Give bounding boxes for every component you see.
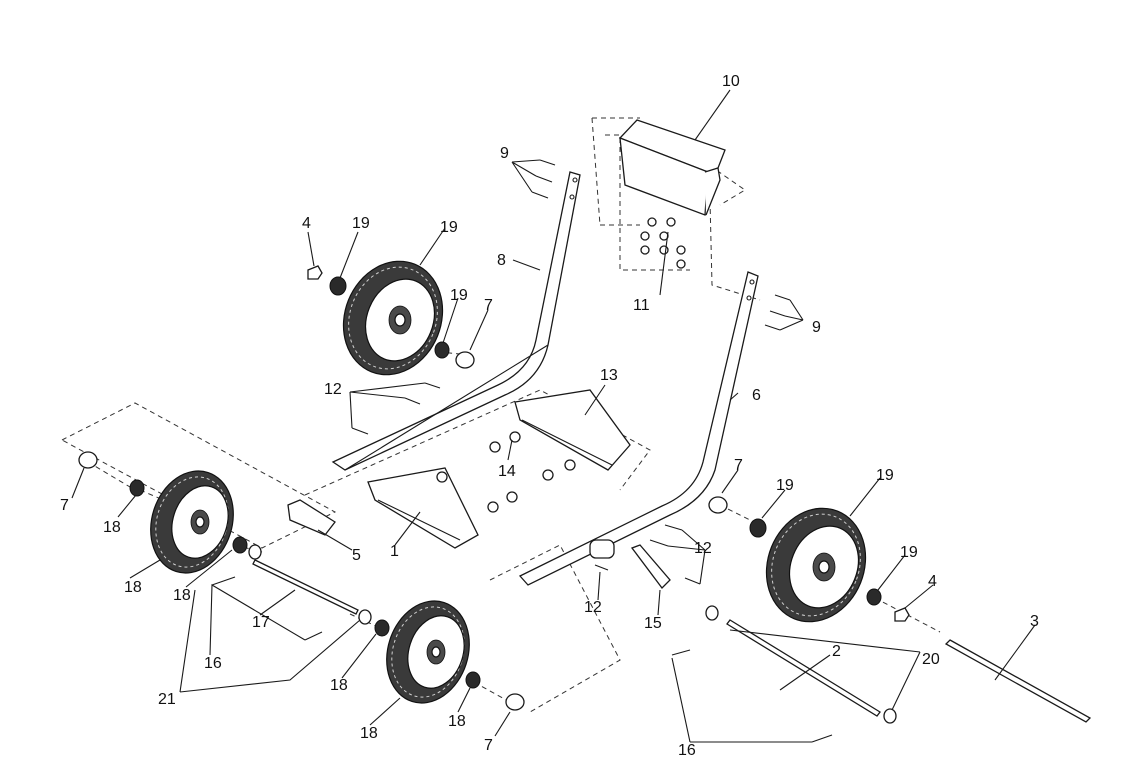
callout-19-a: 19	[352, 215, 370, 232]
callout-18-c: 18	[173, 587, 191, 604]
callout-7-top: 7	[484, 297, 493, 314]
callout-9-right: 9	[812, 319, 821, 336]
cross-bracket-13	[514, 389, 631, 471]
wheel-bottom	[386, 600, 470, 704]
callout-18-d: 18	[330, 677, 348, 694]
callout-8: 8	[497, 252, 506, 269]
callout-1: 1	[390, 543, 399, 560]
callout-2: 2	[832, 643, 841, 660]
callout-4-left: 4	[302, 215, 311, 232]
callout-19-d: 19	[776, 477, 794, 494]
callout-21: 21	[158, 691, 176, 708]
callout-3: 3	[1030, 613, 1039, 630]
wheel-middle-left	[150, 470, 234, 574]
callout-19-f: 19	[900, 544, 918, 561]
callout-labels: 10 9 9 11 8 6 4 19 19 19 7 12 13 14 1 5 …	[60, 73, 1039, 759]
handle-cover	[618, 119, 726, 216]
callout-7-left: 7	[60, 497, 69, 514]
callout-11: 11	[633, 297, 650, 314]
callout-18-f: 18	[448, 713, 466, 730]
callout-19-c: 19	[450, 287, 468, 304]
callout-15: 15	[644, 615, 662, 632]
callout-18-b: 18	[124, 579, 142, 596]
cross-bracket-1	[367, 467, 479, 549]
callout-10: 10	[722, 73, 740, 90]
leader-lines	[71, 89, 1036, 743]
cotter-pins	[211, 576, 833, 743]
bracket-15	[589, 539, 671, 589]
callout-18-e: 18	[360, 725, 378, 742]
callout-4-right: 4	[928, 573, 937, 590]
handle-frame-left	[331, 171, 581, 471]
callout-13: 13	[600, 367, 618, 384]
callout-19-e: 19	[876, 467, 894, 484]
callout-5: 5	[352, 547, 361, 564]
callout-18-a: 18	[103, 519, 121, 536]
callout-17: 17	[252, 614, 270, 631]
guard-part-5	[287, 499, 336, 536]
callout-12-bottom: 12	[584, 599, 602, 616]
callout-6: 6	[752, 387, 761, 404]
axles	[252, 559, 1092, 723]
small-hardware	[78, 159, 910, 724]
callout-16-left: 16	[204, 655, 222, 672]
wheel-right	[765, 507, 867, 623]
callout-7-right: 7	[734, 457, 743, 474]
callout-7-bottom: 7	[484, 737, 493, 754]
callout-12-top: 12	[324, 381, 342, 398]
callout-14: 14	[498, 463, 516, 480]
callout-19-b: 19	[440, 219, 458, 236]
callout-9-top: 9	[500, 145, 509, 162]
wheel-top-left	[342, 260, 444, 376]
handle-frame-right	[518, 271, 759, 586]
callout-20: 20	[922, 651, 940, 668]
assembly-guide-lines	[60, 117, 941, 713]
callout-16-bottom: 16	[678, 742, 696, 759]
callout-12-mid: 12	[694, 540, 712, 557]
